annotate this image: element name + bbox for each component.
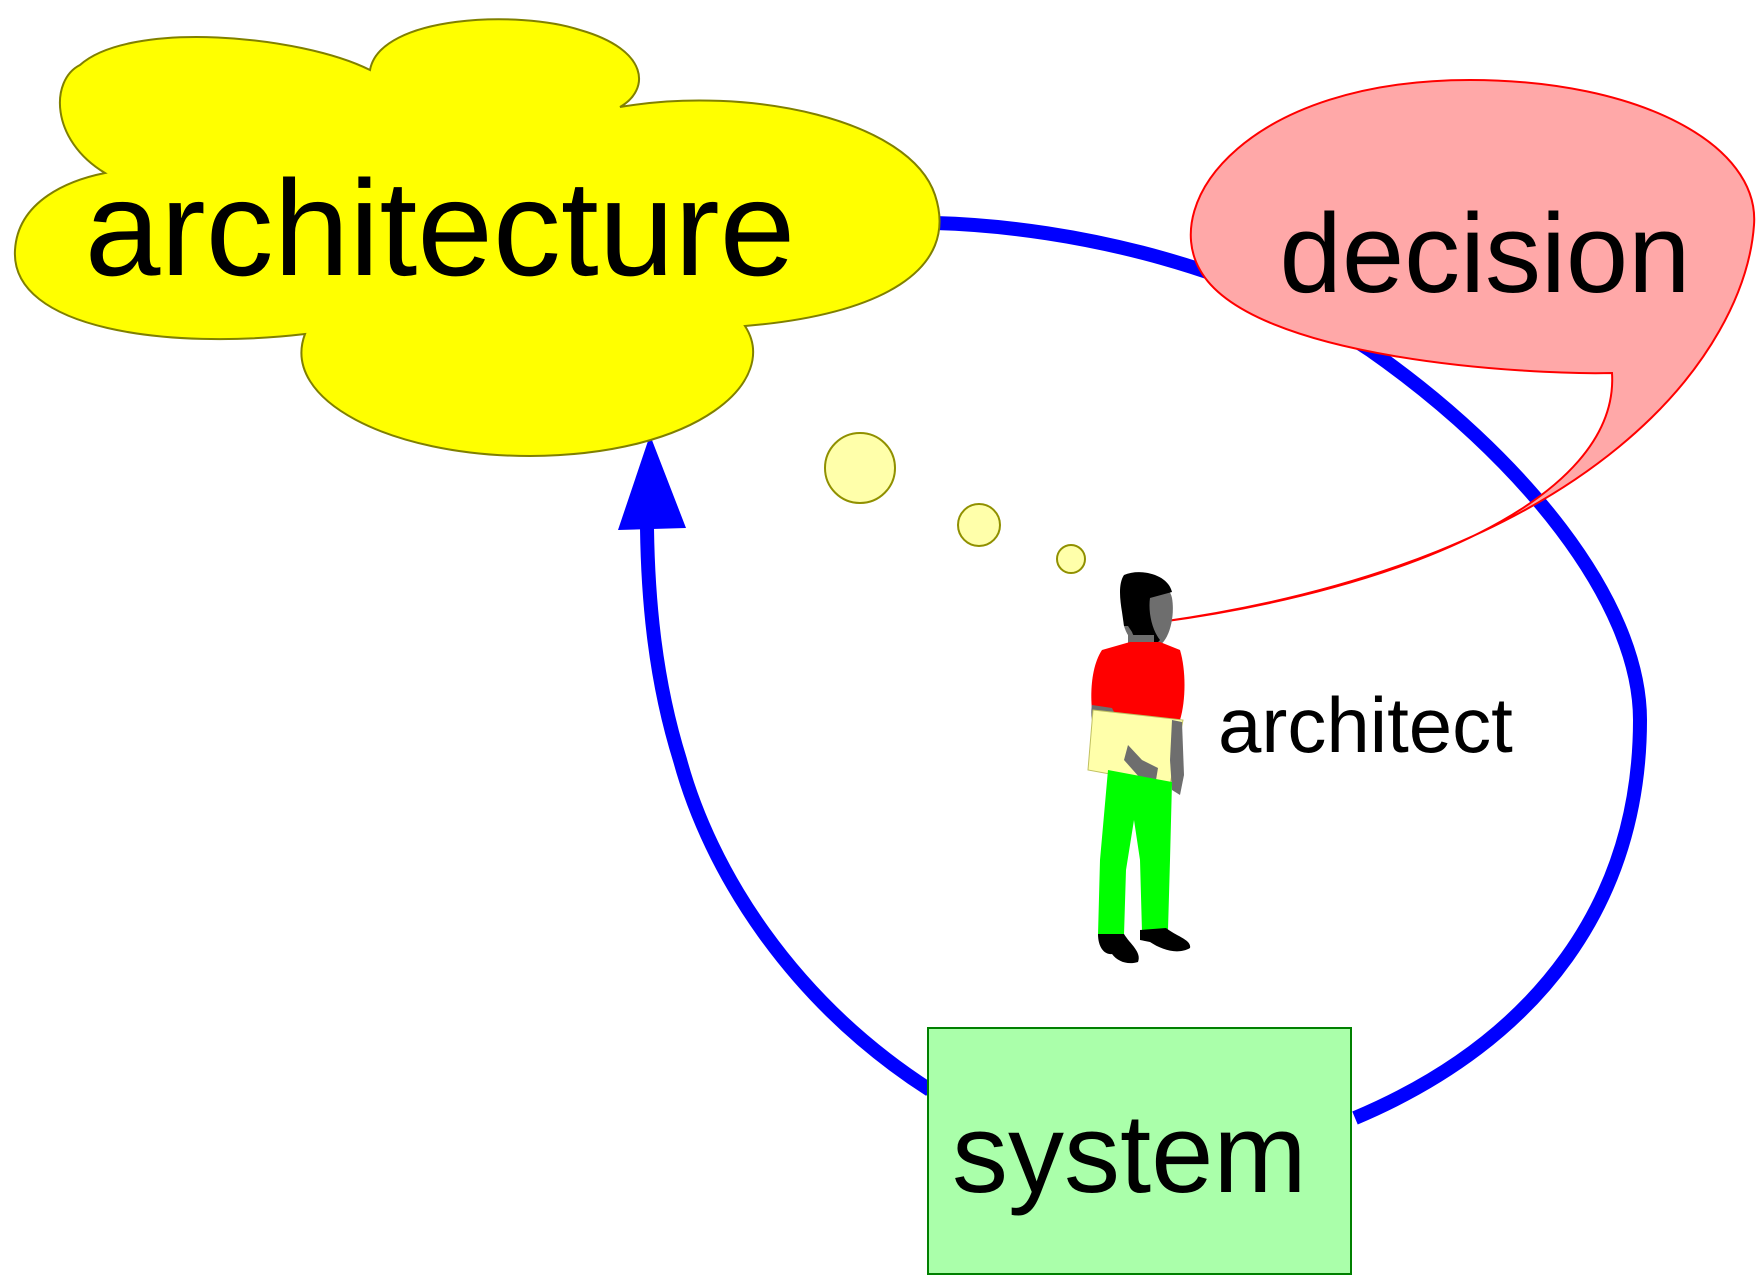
- pants: [1098, 770, 1172, 935]
- right-arm: [1170, 720, 1184, 795]
- cloud-shape: [13, 18, 941, 458]
- node-decision[interactable]: decision: [1159, 78, 1756, 623]
- edge-architecture-to-system: [934, 216, 1648, 1125]
- speech-bubble-icon: [1159, 78, 1756, 623]
- thought-bubble-icon: [824, 432, 1086, 574]
- architect-label: architect: [1218, 681, 1513, 769]
- edge-system-to-architecture: [640, 527, 934, 1096]
- system-label: system: [952, 1091, 1307, 1216]
- node-system[interactable]: system: [927, 1027, 1352, 1275]
- thought-bubble-large: [824, 432, 896, 504]
- right-shoe: [1140, 928, 1191, 952]
- node-architecture[interactable]: architecture: [13, 18, 941, 458]
- architect-figure-icon: architect: [1087, 572, 1513, 964]
- hand: [1124, 745, 1158, 780]
- left-shoe: [1098, 934, 1139, 964]
- arrowhead-up: [618, 435, 686, 530]
- shirt: [1091, 642, 1185, 720]
- paper: [1087, 709, 1184, 786]
- system-box: [927, 1027, 1352, 1275]
- edges: [618, 216, 1648, 1125]
- architecture-label: architecture: [85, 152, 796, 304]
- thought-bubble-medium: [957, 503, 1001, 547]
- decision-label: decision: [1280, 191, 1691, 316]
- thought-bubble-small: [1056, 544, 1086, 574]
- hair: [1120, 572, 1172, 646]
